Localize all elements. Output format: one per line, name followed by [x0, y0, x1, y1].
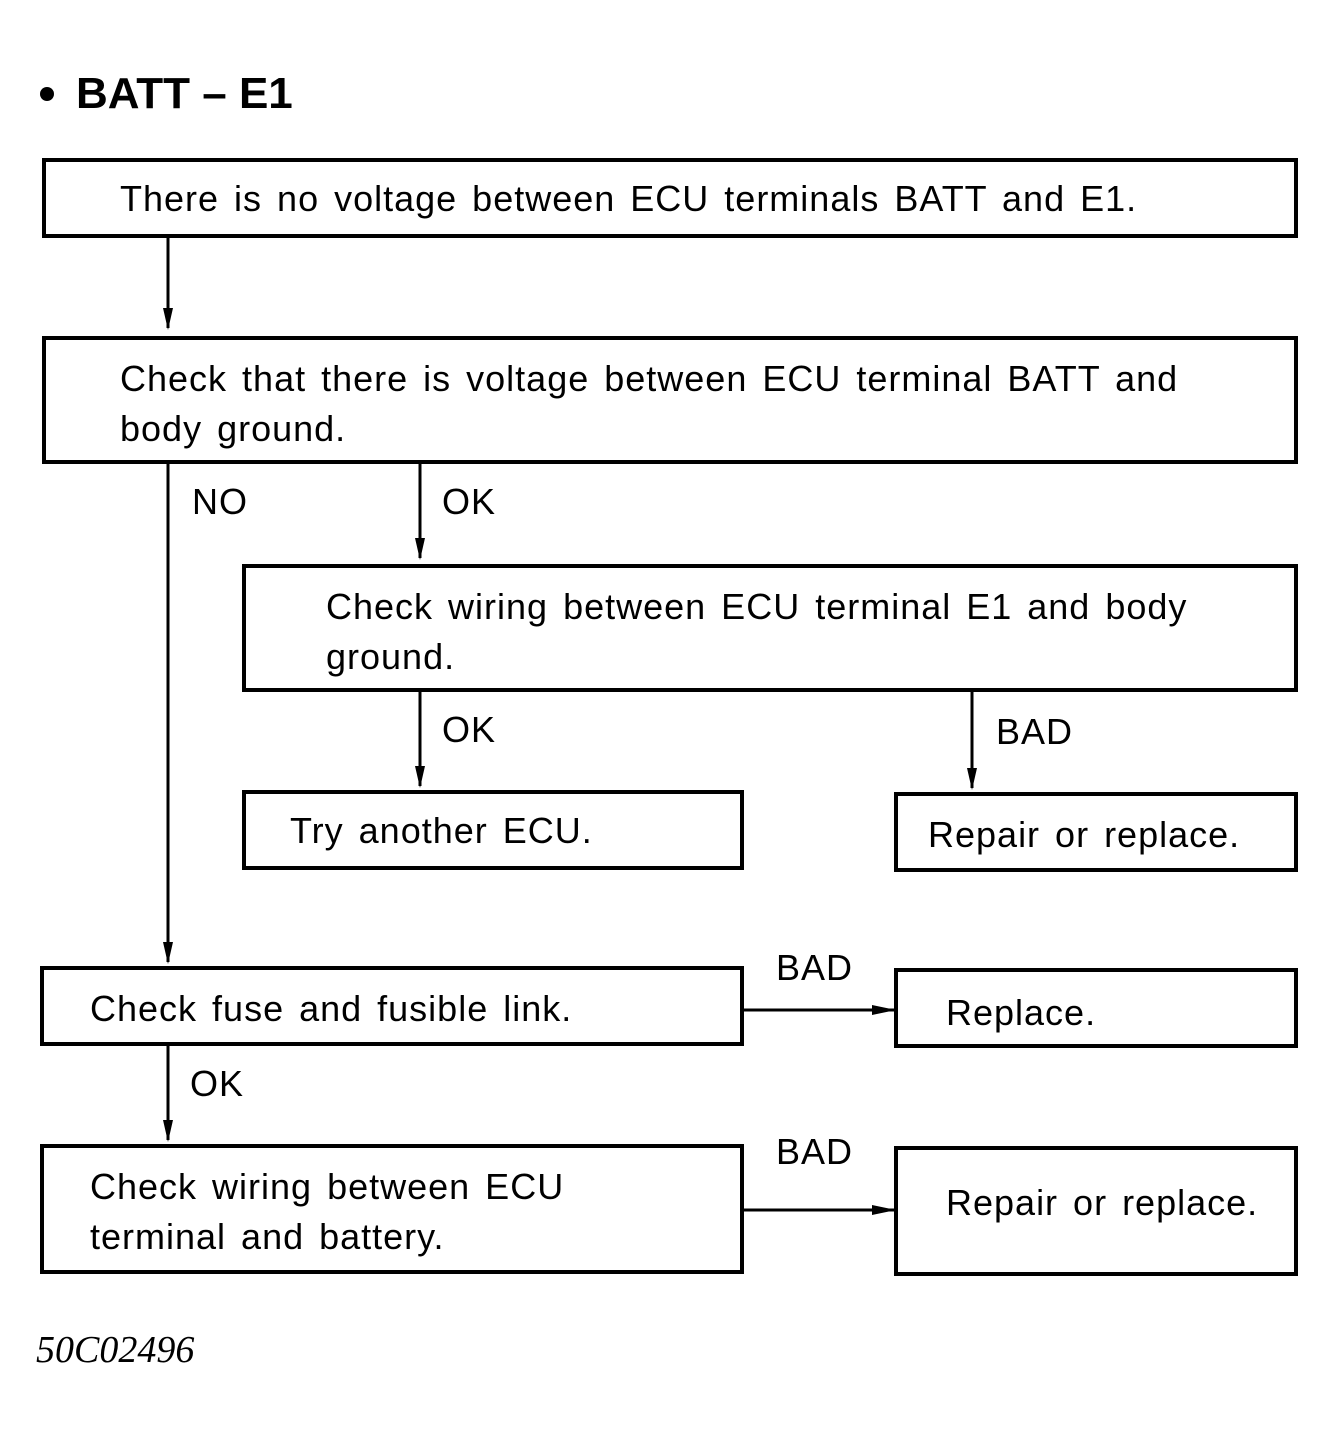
box-repair-1-text: Repair or replace. [928, 814, 1241, 855]
box-repair-2: Repair or replace. [894, 1146, 1298, 1276]
box-replace: Replace. [894, 968, 1298, 1048]
heading: BATT – E1 [40, 66, 293, 122]
box-try-ecu-text: Try another ECU. [290, 810, 593, 851]
box-check-batt: Check that there is voltage between ECU … [42, 336, 1298, 464]
box-check-batt-line1: Check that there is voltage between ECU … [120, 358, 1179, 399]
box-check-e1-line1: Check wiring between ECU terminal E1 and… [326, 586, 1188, 627]
arrowhead-1-2 [163, 308, 173, 330]
box-check-wiring-line1: Check wiring between ECU [90, 1166, 565, 1207]
arrowhead-ok-3 [163, 1120, 173, 1142]
box-check-e1-line2: ground. [326, 636, 456, 677]
heading-text: BATT – E1 [76, 69, 293, 118]
box-no-voltage-text: There is no voltage between ECU terminal… [120, 178, 1138, 219]
arrowhead-bad-1 [967, 768, 977, 790]
box-check-fuse-text: Check fuse and fusible link. [90, 988, 573, 1029]
figure-code: 50C02496 [36, 1329, 195, 1371]
box-replace-text: Replace. [946, 992, 1097, 1033]
box-check-wiring: Check wiring between ECU terminal and ba… [40, 1144, 744, 1274]
box-repair-2-text: Repair or replace. [946, 1182, 1259, 1223]
label-ok-3: OK [190, 1063, 245, 1104]
box-check-e1: Check wiring between ECU terminal E1 and… [242, 564, 1298, 692]
label-bad-3: BAD [776, 1131, 854, 1172]
arrowhead-bad-3 [872, 1205, 896, 1215]
box-check-fuse: Check fuse and fusible link. [40, 966, 744, 1046]
bullet-icon [40, 87, 54, 102]
box-check-wiring-line2: terminal and battery. [90, 1216, 445, 1257]
box-repair-1: Repair or replace. [894, 792, 1298, 872]
label-ok-1: OK [442, 481, 497, 522]
label-bad-1: BAD [996, 711, 1074, 752]
box-check-batt-line2: body ground. [120, 408, 347, 449]
arrowhead-no-branch [163, 942, 173, 964]
box-no-voltage: There is no voltage between ECU terminal… [42, 158, 1298, 238]
arrowhead-bad-2 [872, 1005, 896, 1015]
label-ok-2: OK [442, 709, 497, 750]
label-bad-2: BAD [776, 947, 854, 988]
label-no: NO [192, 481, 248, 522]
arrowhead-ok-1 [415, 538, 425, 560]
arrowhead-ok-2 [415, 766, 425, 788]
box-try-ecu: Try another ECU. [242, 790, 744, 870]
